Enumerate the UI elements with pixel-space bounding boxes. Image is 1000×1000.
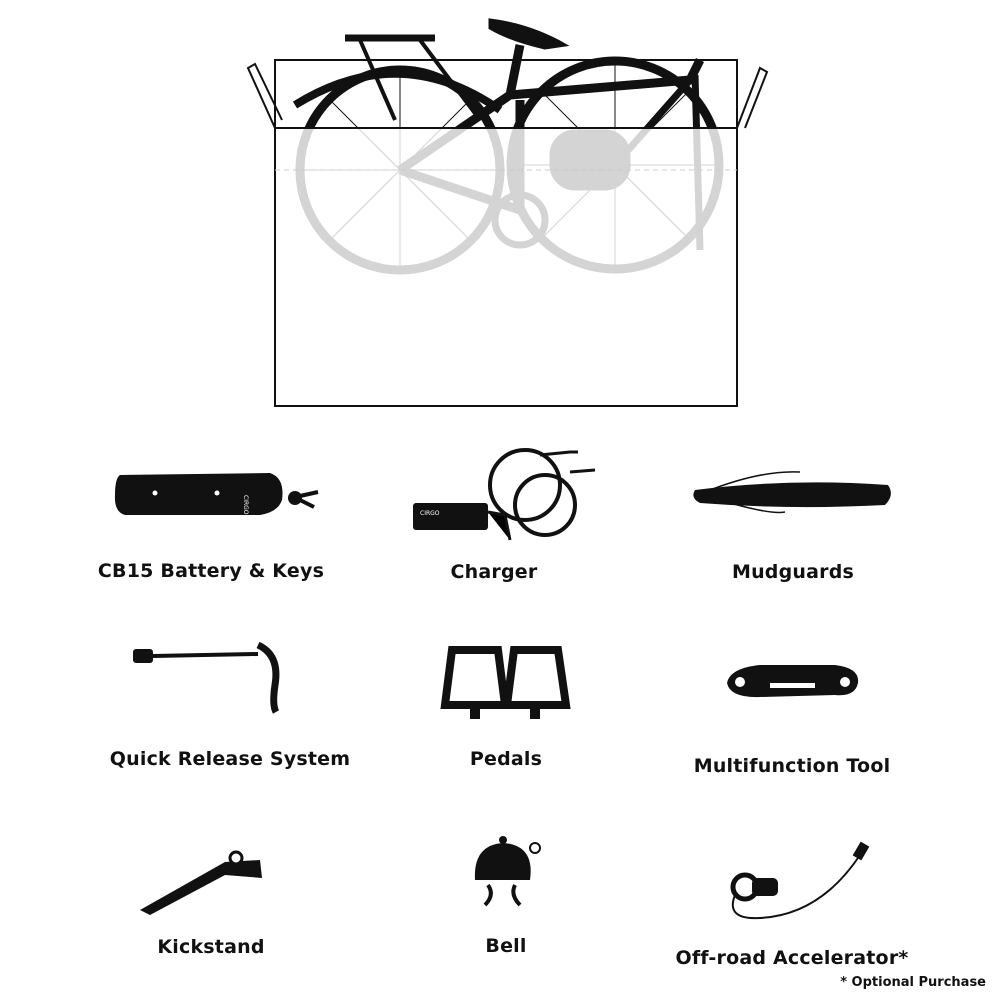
item-label-mudguards: Mudguards	[731, 561, 855, 583]
charger-icon: CIRGO	[413, 448, 596, 541]
bicycle-in-box-icon	[246, 18, 769, 407]
footnote: * Optional Purchase	[840, 975, 986, 990]
item-label-bell: Bell	[485, 935, 527, 957]
battery-keys-icon: CIRGO	[114, 473, 319, 515]
item-label-pedals: Pedals	[469, 748, 543, 770]
item-label-accelerator: Off-road Accelerator*	[675, 947, 909, 969]
box-front	[275, 128, 737, 406]
item-label-kickstand: Kickstand	[157, 936, 265, 958]
kickstand-icon	[140, 850, 262, 915]
mudguard-icon	[693, 471, 891, 514]
accelerator-icon	[730, 841, 870, 920]
item-label-battery: CB15 Battery & Keys	[97, 560, 325, 582]
bell-icon	[474, 836, 541, 907]
item-label-quick-release: Quick Release System	[109, 748, 351, 770]
multitool-icon	[727, 665, 859, 698]
item-label-charger: Charger	[450, 561, 538, 583]
svg-text:CIRGO: CIRGO	[420, 510, 440, 517]
svg-text:CIRGO: CIRGO	[242, 495, 249, 515]
item-label-multitool: Multifunction Tool	[693, 755, 891, 777]
pedals-icon	[440, 646, 571, 719]
quick-release-icon	[133, 641, 280, 714]
